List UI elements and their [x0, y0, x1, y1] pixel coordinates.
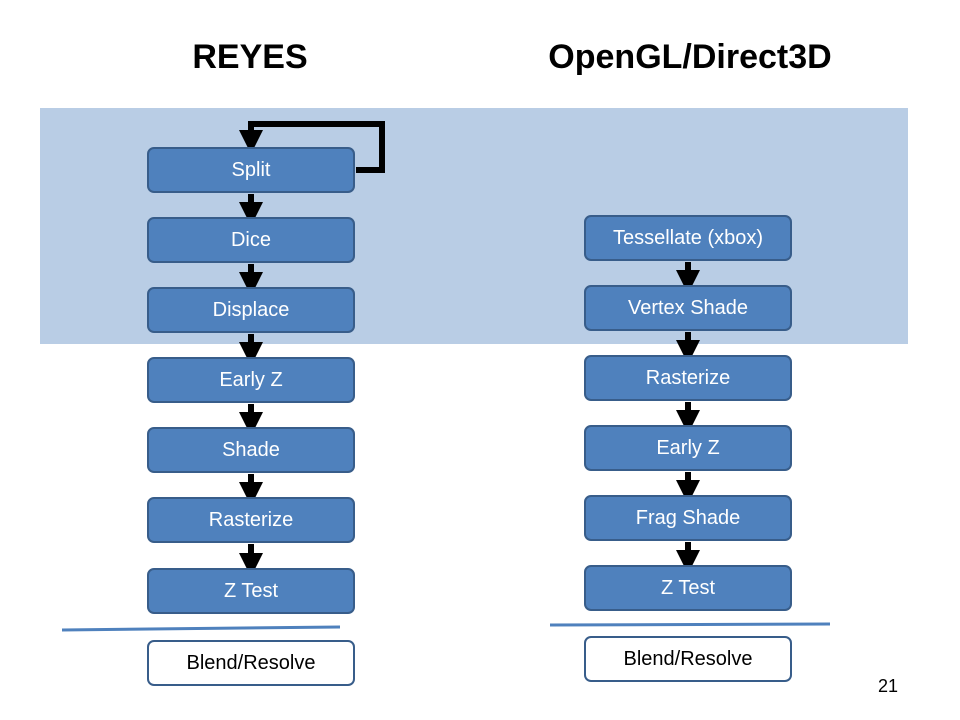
- divider-reyes: [61, 625, 341, 632]
- opengl-title: OpenGL/Direct3D: [548, 38, 832, 76]
- reyes-stage-blend-resolve: Blend/Resolve: [147, 640, 355, 686]
- reyes-title: REYES: [192, 38, 308, 76]
- gl-stage-early-z: Early Z: [584, 425, 792, 471]
- reyes-stage-early-z: Early Z: [147, 357, 355, 403]
- gl-stage-z-test: Z Test: [584, 565, 792, 611]
- gl-stage-tessellate: Tessellate (xbox): [584, 215, 792, 261]
- divider-opengl: [549, 622, 831, 627]
- page-number: 21: [878, 676, 899, 696]
- split-loop-arrow: [239, 121, 385, 173]
- gl-stage-frag-shade: Frag Shade: [584, 495, 792, 541]
- gl-stage-blend-resolve: Blend/Resolve: [584, 636, 792, 682]
- reyes-stage-rasterize: Rasterize: [147, 497, 355, 543]
- reyes-stage-split: Split: [147, 147, 355, 193]
- reyes-stage-shade: Shade: [147, 427, 355, 473]
- gl-stage-rasterize: Rasterize: [584, 355, 792, 401]
- gl-stage-vertex-shade: Vertex Shade: [584, 285, 792, 331]
- reyes-stage-dice: Dice: [147, 217, 355, 263]
- reyes-stage-displace: Displace: [147, 287, 355, 333]
- reyes-stage-z-test: Z Test: [147, 568, 355, 614]
